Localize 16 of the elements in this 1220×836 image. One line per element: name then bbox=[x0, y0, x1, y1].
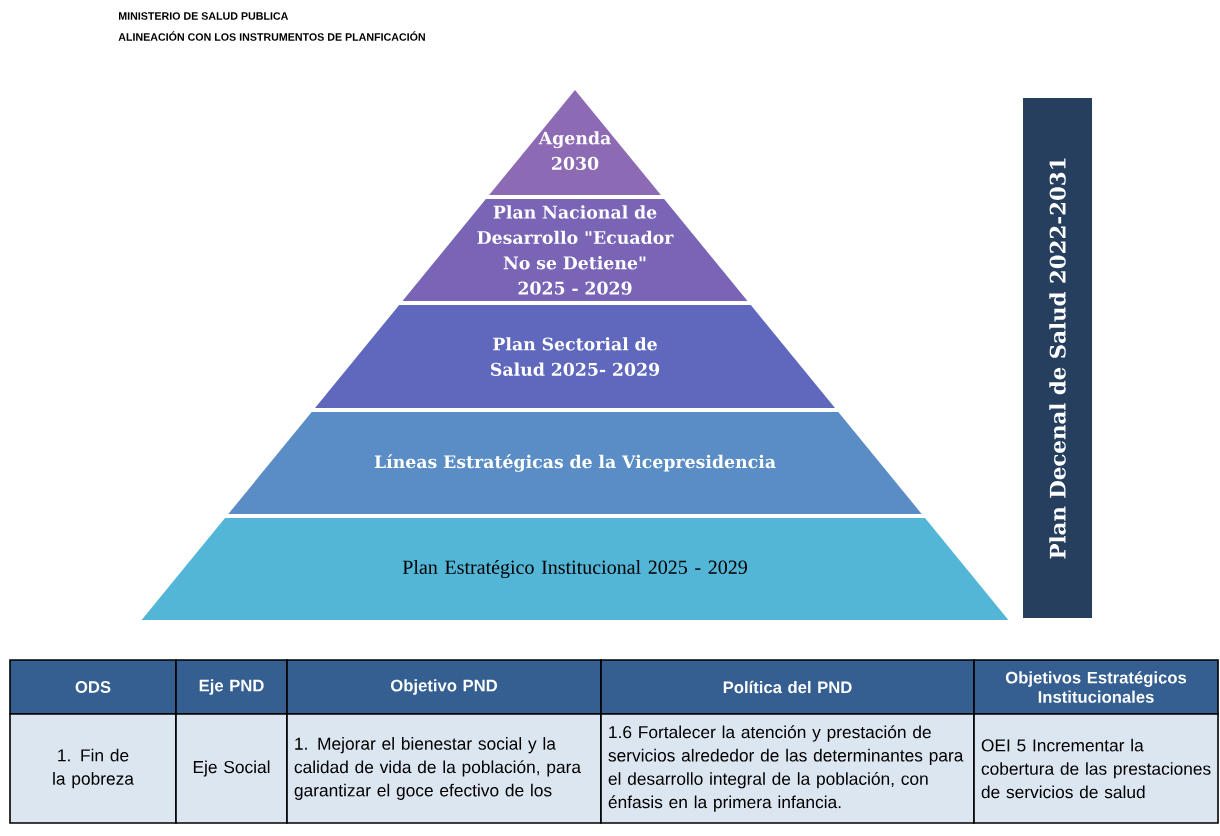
pyramid-tier: Plan Nacional de Desarrollo "Ecuador No se Detiene" 2025 - 2029 bbox=[402, 199, 748, 301]
table-cell: Eje Social bbox=[175, 713, 288, 824]
table-cell: 1. Fin de la pobreza bbox=[9, 713, 177, 824]
table-cell: 1.6 Fortalecer la atención y prestación de servicios alrededor de las determinantes para el desarrollo integral de la población, con énfasis en la primera infancia. bbox=[600, 713, 975, 824]
pyramid-tier: Plan Estratégico Institucional 2025 - 2029 bbox=[141, 518, 1009, 620]
pyramid-tier: Agenda 2030 bbox=[489, 90, 661, 195]
title: ALINEACIÓN CON LOS INSTRUMENTOS DE PLANFICACIÓN bbox=[118, 31, 425, 41]
table-cell: Política del PND bbox=[600, 659, 975, 715]
pyramid-tier: Líneas Estratégicas de la Vicepresidencia bbox=[228, 412, 922, 514]
table-cell: OEI 5 Incrementar la cobertura de las prestaciones de servicios de salud bbox=[973, 713, 1219, 824]
table-cell: Eje PND bbox=[175, 659, 288, 715]
header-text: MINISTERIO DE SALUD PUBLICA bbox=[119, 12, 289, 20]
vertical-banner: Plan Decenal de Salud 2022-2031 bbox=[1023, 98, 1092, 618]
pyramid-tier: Plan Sectorial de Salud 2025- 2029 bbox=[315, 305, 835, 408]
table-cell: Objetivos Estratégicos Institucionales bbox=[973, 659, 1219, 715]
table-cell: ODS bbox=[9, 659, 177, 715]
